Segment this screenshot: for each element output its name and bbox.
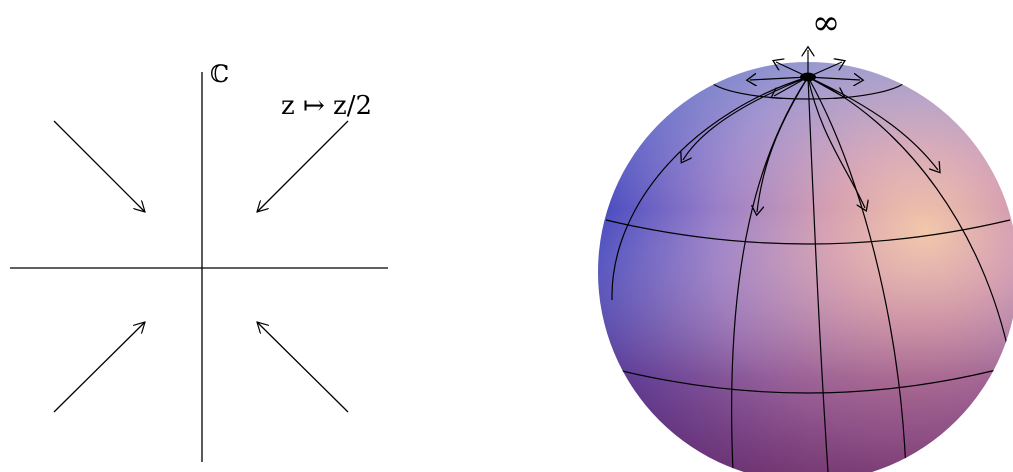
contraction-arrow-top-left (53, 120, 145, 212)
latitude-line-middle (605, 219, 1011, 245)
meridian-line (611, 76, 809, 301)
pole-arrow-right (807, 77, 860, 80)
complex-plane-diagram: ℂ z ↦ z/2 (10, 60, 388, 462)
riemann-sphere-diagram: ∞ (598, 3, 1013, 472)
latitude-line-lower (601, 365, 1013, 394)
sphere-flow-arrow (807, 76, 938, 170)
pole-arrow-left (750, 77, 809, 80)
sphere-shading (598, 62, 1013, 472)
meridian-line (807, 76, 907, 472)
sphere-flow-arrow (807, 76, 865, 208)
sphere-flow-arrow (683, 76, 809, 160)
point-at-infinity (800, 72, 816, 82)
contraction-arrow-bottom-left (53, 322, 145, 413)
sphere-flow-arrow (757, 76, 809, 212)
map-label: z ↦ z/2 (281, 91, 372, 121)
contraction-arrow-top-right (257, 120, 349, 212)
contraction-arrow-bottom-right (257, 322, 349, 413)
infinity-label: ∞ (812, 3, 840, 43)
meridian-line (807, 76, 829, 472)
complex-plane-symbol: ℂ (210, 60, 229, 88)
